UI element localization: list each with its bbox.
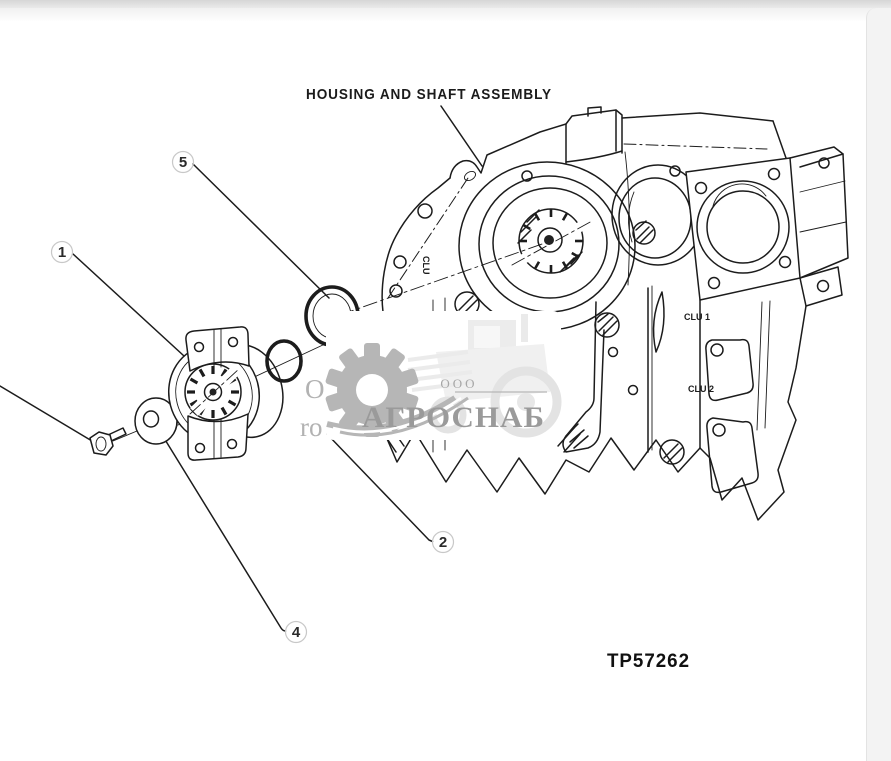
- leader-1: [72, 253, 197, 368]
- watermark-logo: ООО АГРОСНАБ: [325, 311, 562, 440]
- leader-2: [326, 433, 434, 543]
- exploded-parts: [89, 285, 360, 461]
- callout-2: 2: [431, 530, 455, 554]
- callout-1: 1: [50, 240, 74, 264]
- drawing-title: HOUSING AND SHAFT ASSEMBLY: [306, 86, 552, 103]
- callout-5: 5: [171, 150, 195, 174]
- drawing-number: TP57262: [607, 651, 690, 672]
- leader-left-edge: [0, 385, 93, 442]
- tractor-watermark-art: [407, 314, 562, 438]
- casting-mark-1: CLU 1: [684, 312, 710, 322]
- svg-text:5: 5: [179, 154, 187, 171]
- leader-5: [192, 163, 330, 299]
- callout-4: 4: [284, 620, 308, 644]
- svg-text:4: 4: [292, 624, 301, 641]
- bolt-part: [89, 427, 127, 456]
- swoosh-icon: [326, 391, 547, 437]
- watermark-org-type: ООО: [440, 376, 477, 391]
- casting-mark-2: CLU 2: [688, 384, 714, 394]
- housing-drawing: CLU CLU 1 CLU 2: [378, 106, 849, 521]
- page-top-border: [0, 0, 891, 8]
- title-leader: [440, 105, 483, 167]
- hub-hatching: [517, 209, 583, 273]
- svg-text:1: 1: [58, 244, 66, 261]
- page-right-border: [866, 8, 891, 761]
- snap-ring-part: [265, 339, 303, 383]
- yoke-part: [167, 326, 284, 461]
- leader-4: [163, 437, 287, 632]
- washer-part: [134, 397, 178, 445]
- svg-text:2: 2: [439, 534, 447, 551]
- watermark-fragment-upper: O: [305, 374, 325, 404]
- watermark-org-name: АГРОСНАБ: [362, 401, 545, 434]
- watermark-fragment-lower: ro: [300, 412, 323, 442]
- casting-mark-vertical: CLU: [421, 256, 431, 275]
- top-fade: [0, 8, 891, 22]
